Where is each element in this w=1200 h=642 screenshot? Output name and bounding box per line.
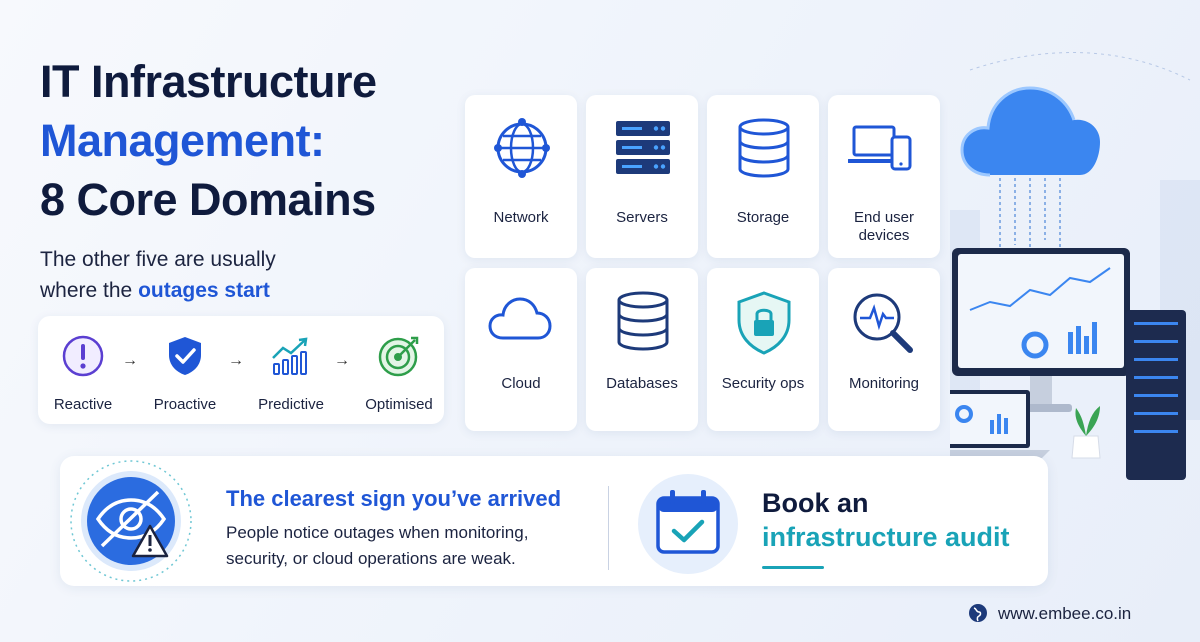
calendar-check-icon: [638, 474, 738, 574]
domain-tile-monitoring[interactable]: Monitoring: [828, 268, 940, 431]
domain-label: Storage: [736, 209, 790, 226]
globe-icon: [969, 604, 987, 622]
cta-line-1[interactable]: Book an: [762, 488, 869, 518]
sign-line-1: People notice outages when monitoring,: [226, 523, 529, 542]
domain-label-text: End user devices: [853, 209, 915, 244]
sign-text: People notice outages when monitoring, s…: [226, 520, 636, 572]
subtitle: The other five are usually where the out…: [40, 244, 276, 306]
sign-heading: The clearest sign you’ve arrived: [226, 486, 562, 511]
calendar-badge[interactable]: [636, 472, 740, 581]
eye-warning-badge: [66, 456, 196, 591]
footer-website[interactable]: www.embee.co.in: [968, 603, 1131, 624]
domain-label: Monitoring: [848, 375, 920, 392]
eye-warning-icon: [70, 460, 192, 582]
sign-line-2: security, or cloud operations are weak.: [226, 549, 516, 568]
stage-label: Optimised: [365, 396, 433, 413]
stage-label: Predictive: [258, 396, 324, 413]
domain-label: Security ops: [721, 375, 805, 392]
domain-tile-servers[interactable]: Servers: [586, 95, 698, 258]
stage-reactive: Reactive: [38, 334, 128, 413]
cta-underline: [762, 566, 824, 569]
stage-predictive: Predictive: [246, 334, 336, 413]
subtitle-highlight: outages start: [138, 279, 270, 302]
stage-label: Reactive: [53, 396, 113, 413]
domain-label: Servers: [616, 209, 668, 226]
shield-lock-icon: [737, 291, 791, 355]
website-text: www.embee.co.in: [998, 604, 1132, 623]
domain-label: End user devices: [828, 209, 940, 245]
cta-line-2[interactable]: infrastructure audit: [762, 522, 1010, 552]
domain-label: Network: [493, 209, 549, 226]
devices-icon: [848, 125, 912, 171]
target-icon: [378, 336, 419, 377]
bottom-banner: The clearest sign you’ve arrived People …: [60, 456, 1048, 586]
subtitle-line-1: The other five are usually: [40, 248, 276, 271]
exclamation-icon: [62, 335, 104, 377]
arrow-3: →: [334, 352, 350, 369]
title-line-1: IT Infrastructure: [40, 56, 377, 107]
shield-check-icon: [169, 337, 201, 375]
domain-tile-network[interactable]: Network: [465, 95, 577, 258]
stage-label: Proactive: [153, 396, 217, 413]
domain-tile-security-ops[interactable]: Security ops: [707, 268, 819, 431]
trend-chart-icon: [272, 337, 308, 375]
magnifier-pulse-icon: [853, 293, 913, 353]
domain-tile-storage[interactable]: Storage: [707, 95, 819, 258]
title-line-3: 8 Core Domains: [40, 174, 376, 225]
database-icon: [617, 291, 669, 351]
domain-label: Cloud: [501, 375, 541, 392]
subtitle-line-2: where the outages start: [40, 275, 276, 306]
page-title: IT Infrastructure Management: 8 Core Dom…: [40, 52, 377, 229]
domain-tile-databases[interactable]: Databases: [586, 268, 698, 431]
cloud-icon: [488, 297, 552, 340]
stage-proactive: Proactive: [140, 334, 230, 413]
arrow-1: →: [122, 352, 138, 369]
storage-stack-icon: [738, 118, 790, 178]
title-line-2: Management:: [40, 115, 325, 166]
server-rack-icon: [616, 121, 670, 174]
arrow-2: →: [228, 352, 244, 369]
domain-label: Databases: [606, 375, 678, 392]
divider: [608, 486, 609, 570]
domain-tile-cloud[interactable]: Cloud: [465, 268, 577, 431]
infrastructure-illustration: [950, 52, 1200, 480]
domain-tile-end-user-devices[interactable]: End user devices: [828, 95, 940, 258]
maturity-scale: Reactive → Proactive → Predictive → Opti…: [38, 316, 444, 424]
stage-optimised: Optimised: [354, 334, 444, 413]
subtitle-prefix: where the: [40, 279, 139, 302]
network-globe-icon: [494, 118, 550, 178]
